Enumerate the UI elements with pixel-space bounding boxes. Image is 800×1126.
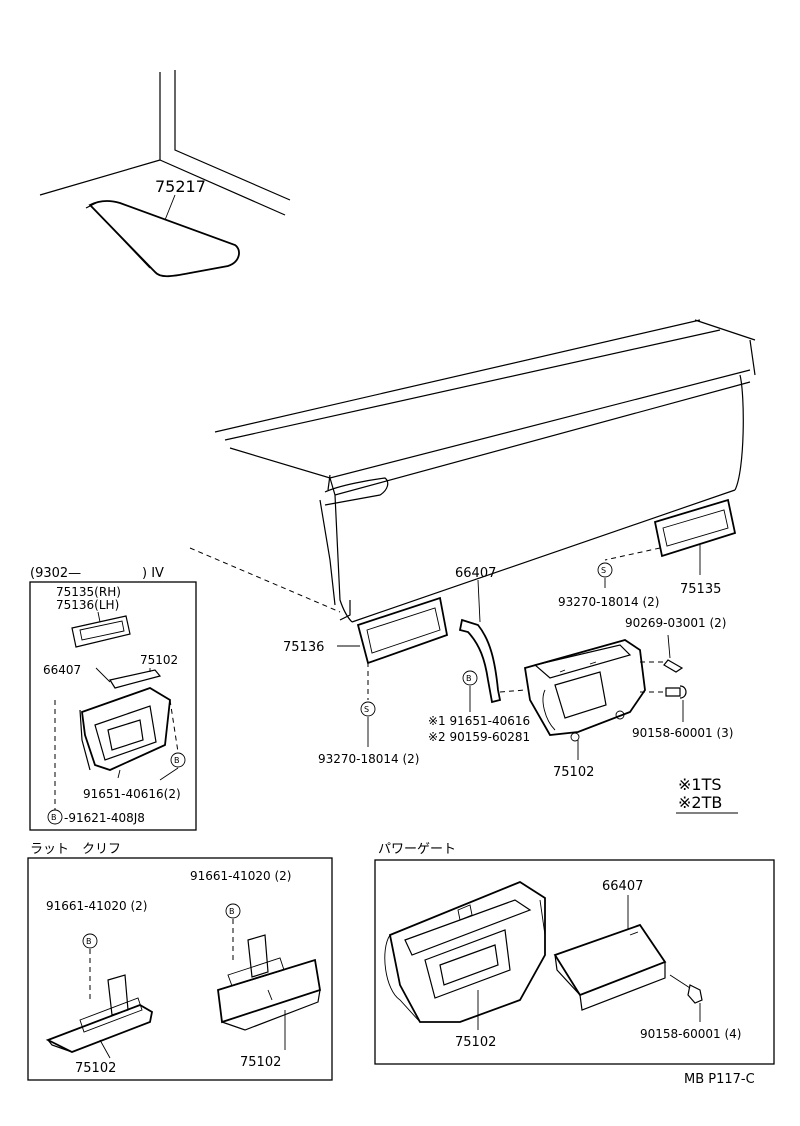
inset-iv-91651: 91651-40616(2)	[83, 787, 181, 801]
inset-iv-75136lh: 75136(LH)	[56, 598, 119, 612]
legend-ts: ※1TS	[678, 775, 722, 794]
rattocliff-b-symbol-a: B	[82, 933, 98, 949]
inset-iv-title-suffix: ) IV	[142, 566, 164, 581]
bracket-66407-drawing	[458, 618, 526, 704]
part-label-90158-main: 90158-60001 (3)	[632, 726, 734, 740]
footer-code: MB P117-C	[684, 1072, 755, 1087]
part-label-75135: 75135	[680, 582, 721, 597]
strap-75217-drawing	[85, 194, 240, 278]
rattocliff-91661-b: 91661-41020 (2)	[190, 869, 292, 883]
powergate-90158: 90158-60001 (4)	[640, 1027, 742, 1041]
lamp-75136-drawing	[356, 596, 449, 700]
part-label-75102-main: 75102	[553, 765, 594, 780]
b-symbol-text: B	[174, 756, 180, 765]
rattocliff-75102-a: 75102	[75, 1061, 116, 1076]
inset-powergate-box	[374, 859, 775, 1065]
part-label-93270-left: 93270-18014 (2)	[318, 752, 420, 766]
s-symbol-text: S	[364, 705, 369, 714]
b-symbol-text: B	[229, 907, 235, 916]
inset-iv-b-symbol-2: B	[47, 809, 63, 825]
inset-iv-handle-drawing	[79, 667, 171, 779]
part-label-90269: 90269-03001 (2)	[625, 616, 727, 630]
rattocliff-leader-a	[99, 1039, 111, 1059]
legend-tb: ※2TB	[678, 793, 722, 812]
b-symbol-text: B	[86, 937, 92, 946]
powergate-75102: 75102	[455, 1035, 496, 1050]
inset-iv-66407: 66407	[43, 663, 81, 677]
truck-bed-drawing	[189, 319, 756, 623]
powergate-bracket-drawing	[553, 923, 667, 1011]
lamp-75135-drawing	[604, 498, 737, 561]
inset-iv-91621: -91621-408J8	[64, 811, 145, 825]
powergate-handle-drawing	[384, 880, 546, 1023]
inset-iv-b-symbol-1: B	[170, 752, 186, 768]
inset-rattocliff-box	[27, 857, 333, 1081]
part-label-66407: 66407	[455, 566, 496, 581]
part-label-75136: 75136	[283, 640, 324, 655]
powergate-66407: 66407	[602, 879, 643, 894]
screw-90269-drawing	[640, 634, 684, 673]
rattocliff-bracket-a-drawing	[45, 974, 154, 1053]
inset-iv-title: (9302—	[30, 566, 81, 581]
b-symbol-text: B	[51, 813, 57, 822]
inset-iv-dash-1	[169, 699, 179, 753]
inset-rattocliff-title: ラット クリフ	[30, 842, 121, 857]
b-symbol-main: B	[462, 670, 478, 686]
rattocliff-b-symbol-b: B	[225, 903, 241, 919]
s-symbol-left: S	[360, 701, 376, 717]
inset-iv-75102: 75102	[140, 653, 178, 667]
part-label-90159-tb: ※2 90159-60281	[428, 730, 530, 744]
s-symbol-right: S	[597, 562, 613, 578]
handle-75102-drawing	[523, 639, 646, 742]
s-symbol-text: S	[601, 566, 606, 575]
screw-90158-drawing	[640, 685, 687, 722]
part-label-75217: 75217	[155, 177, 206, 196]
inset-iv-box	[29, 581, 197, 831]
inset-iv-75135rh: 75135(RH)	[56, 585, 121, 599]
rattocliff-bracket-b-drawing	[217, 934, 322, 1031]
inset-iv-lamp-drawing	[71, 611, 131, 648]
rattocliff-91661-a: 91661-41020 (2)	[46, 899, 148, 913]
inset-powergate-title: パワーゲート	[378, 842, 456, 857]
b-symbol-text: B	[466, 674, 472, 683]
inset-iv-leader-91651	[159, 767, 179, 781]
powergate-screw-drawing	[669, 974, 703, 1022]
rattocliff-75102-b: 75102	[240, 1055, 281, 1070]
part-label-93270-right: 93270-18014 (2)	[558, 595, 660, 609]
leader-66407	[477, 579, 481, 623]
bed-corner-drawing	[39, 70, 291, 216]
part-label-91651-ts: ※1 91651-40616	[428, 714, 530, 728]
